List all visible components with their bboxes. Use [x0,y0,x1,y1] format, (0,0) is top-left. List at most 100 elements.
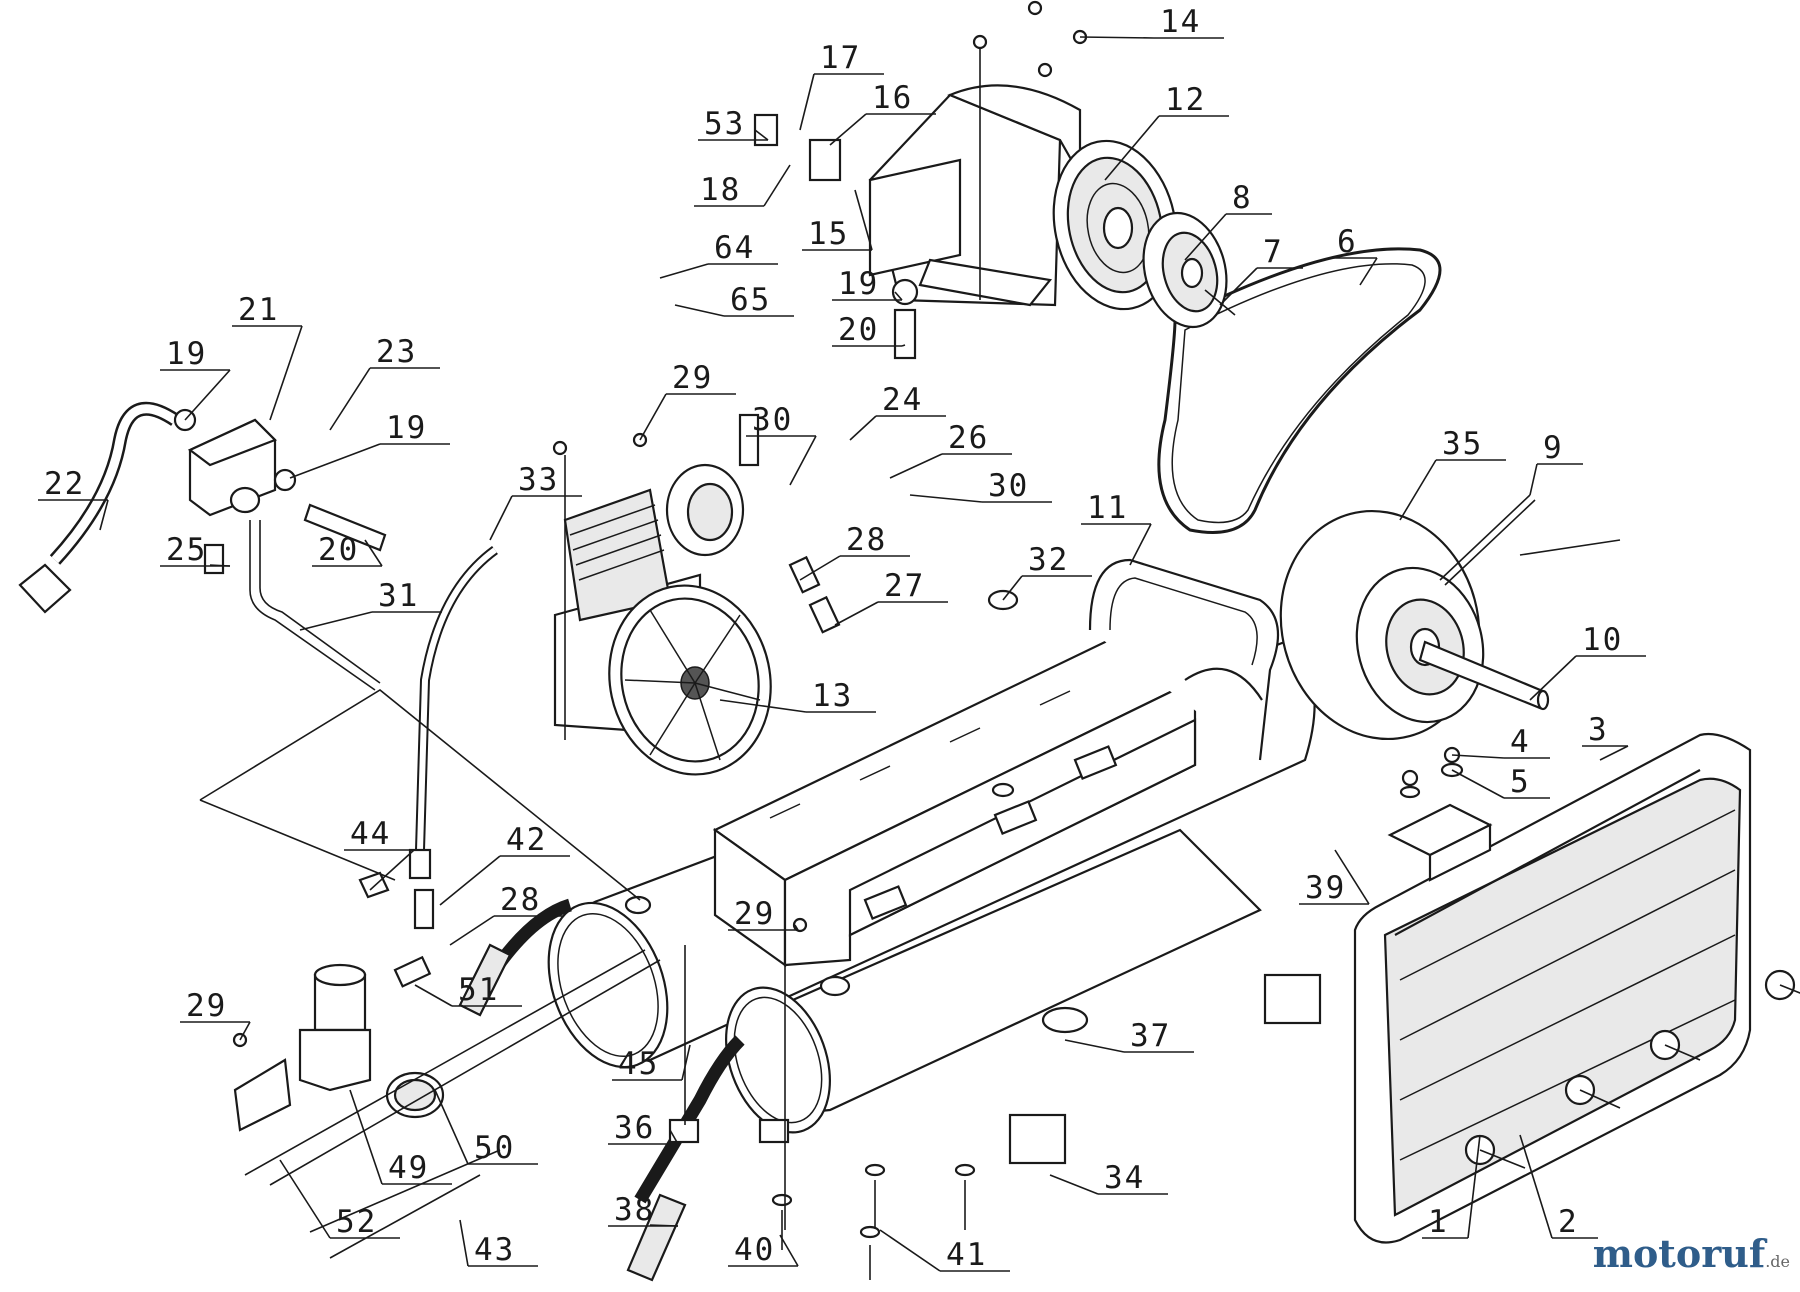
callout-leader [909,494,983,503]
callout-leader [669,1129,679,1145]
callout-number: 31 [378,578,419,614]
callout-number: 42 [506,822,547,858]
callout-number: 19 [166,336,207,372]
callout-number: 17 [820,40,861,76]
callout-49: 49 [349,1089,452,1186]
callout-28b: 28 [449,882,564,946]
watermark-name: motoruf [1592,1231,1766,1276]
callout-leader [1451,769,1505,799]
callout-number: 19 [838,266,879,302]
callout-number: 52 [336,1204,377,1240]
callout-leader [1129,523,1152,566]
callout-28: 28 [799,522,910,581]
callout-17: 17 [799,40,884,131]
callout-5: 5 [1451,764,1550,800]
callout-leader [1064,1039,1125,1053]
callout-1: 1 [1422,1134,1481,1240]
callout-30b: 30 [909,468,1052,504]
bolt-9 [1439,494,1621,586]
callout-2: 2 [1519,1134,1598,1240]
callout-leader [99,499,109,531]
callout-leader [894,291,903,301]
callout-leader [719,699,807,713]
callout-number: 24 [882,382,923,418]
callout-65: 65 [674,282,794,318]
callout-15: 15 [802,189,873,252]
callout-20: 20 [832,312,906,348]
callout-leader [239,1021,251,1041]
callout-number: 40 [734,1232,775,1268]
callout-leader [1467,1134,1481,1239]
callout-33: 33 [489,462,582,541]
axle [1418,640,1550,711]
callout-number: 16 [872,80,913,116]
watermark-logo: motoruf.de [1593,1231,1790,1276]
callout-number: 65 [730,282,771,318]
callout-50: 50 [434,1089,538,1166]
tank-front [624,828,1262,1134]
callout-leader [434,1089,469,1165]
callout-25: 25 [160,532,231,568]
callout-leader [459,1219,469,1267]
callout-number: 11 [1087,490,1128,526]
callout-34: 34 [1049,1160,1168,1196]
callout-number: 32 [1028,542,1069,578]
callout-number: 20 [318,532,359,568]
callout-23: 23 [329,334,440,431]
tube-31 [249,520,381,691]
callout-leader [1451,754,1505,759]
callout-leader [1104,115,1160,181]
callout-leader [449,915,495,946]
callout-leader [799,73,815,131]
callout-number: 21 [238,292,279,328]
callout-38: 38 [608,1192,679,1228]
callout-10: 10 [1529,622,1646,701]
pressure-switch [187,418,277,517]
callout-leader [1079,36,1155,39]
callout-leader [269,325,303,421]
callout-number: 5 [1510,764,1531,800]
callout-32: 32 [1002,542,1092,601]
callout-leader [329,367,371,431]
callout-31: 31 [299,578,442,631]
bracket-shroud [1387,803,1493,882]
motor-pulley [1142,211,1236,329]
callout-19c: 19 [289,410,450,479]
callout-leader [639,393,667,441]
callout-6: 6 [1331,224,1378,286]
callout-leader [901,344,906,347]
callout-leader [849,415,877,441]
callout-29c: 29 [180,988,251,1041]
callout-leader [369,849,415,891]
callout-16: 16 [829,80,936,146]
callout-14: 14 [1079,4,1224,40]
callout-number: 26 [948,420,989,456]
callout-leader [1334,849,1370,905]
callout-39: 39 [1299,849,1370,906]
callout-leader [681,1044,691,1081]
callout-19b: 19 [160,336,231,421]
callout-number: 45 [618,1046,659,1082]
callout-40: 40 [728,1232,799,1268]
callout-number: 29 [672,360,713,396]
callout-number: 35 [1442,426,1483,462]
callout-number: 44 [350,816,391,852]
callout-leader [289,443,381,479]
callout-37: 37 [1064,1018,1194,1054]
callout-leader [1519,1134,1553,1239]
callout-number: 18 [700,172,741,208]
callout-number: 8 [1232,180,1253,216]
callout-number: 51 [458,972,499,1008]
callout-leader [184,369,231,421]
callout-number: 41 [946,1237,987,1273]
callout-number: 28 [500,882,541,918]
callout-number: 49 [388,1150,429,1186]
callout-22: 22 [38,466,109,531]
callout-number: 34 [1104,1160,1145,1196]
motor [868,45,1178,311]
callout-number: 7 [1263,234,1284,270]
callout-42: 42 [439,822,570,906]
callout-number: 13 [812,678,853,714]
